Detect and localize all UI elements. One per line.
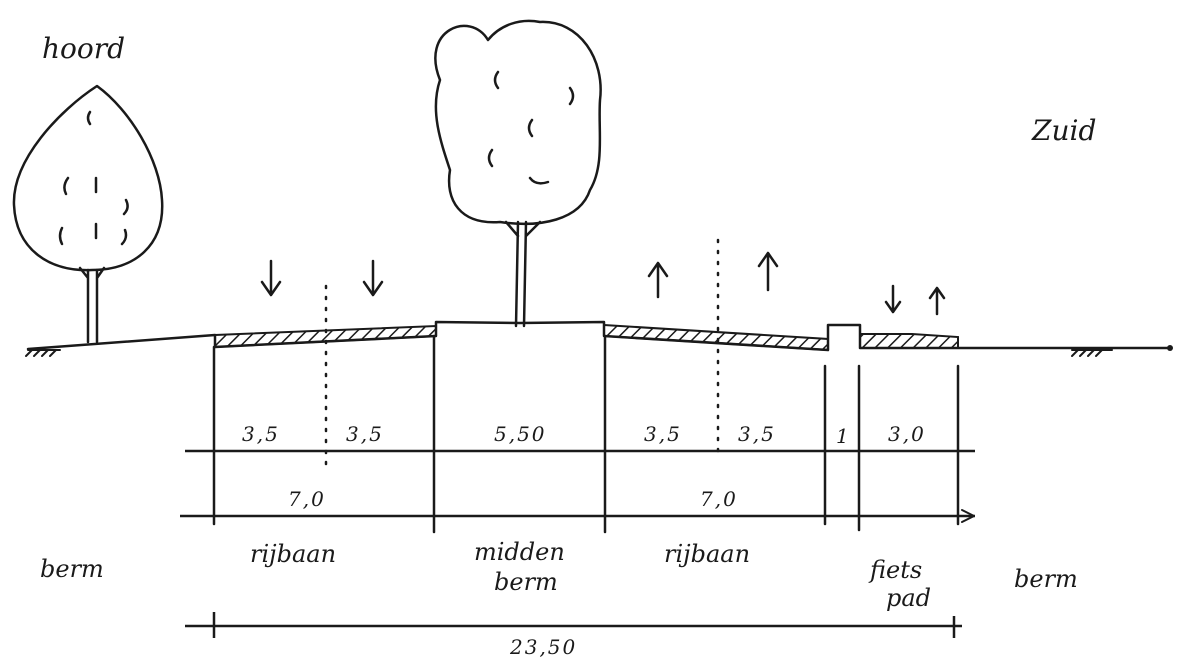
dim-lane-4: 3,5 — [738, 422, 776, 446]
tree-middle-icon — [434, 19, 602, 328]
dim-median: 5,50 — [494, 422, 547, 446]
arrow-down-icon — [362, 259, 384, 297]
ground-line-end — [1167, 345, 1173, 351]
dim-cycle-path: 3,0 — [888, 422, 926, 446]
zone-middenberm-line1: midden — [474, 538, 565, 566]
zone-rijbaan-right: rijbaan — [664, 540, 750, 568]
dim-lane-1: 3,5 — [242, 422, 280, 446]
arrow-up-icon — [757, 251, 779, 292]
arrow-down-icon — [884, 284, 902, 314]
dim-total: 23,50 — [509, 635, 577, 659]
rijbaan-left-surface — [214, 324, 437, 349]
ground-hatch-left — [25, 349, 61, 357]
zone-fietspad-line1: fiets — [868, 556, 922, 584]
dim-lane-2: 3,5 — [346, 422, 384, 446]
zone-berm-right: berm — [1014, 565, 1078, 593]
ground-line — [26, 320, 1172, 352]
ground-hatch-right — [1071, 349, 1113, 357]
arrow-up-icon — [647, 261, 669, 299]
fietspad-surface — [859, 333, 959, 349]
dim-lane-3: 3,5 — [644, 422, 682, 446]
rijbaan-right-surface — [603, 323, 829, 352]
dim-carriageway-right: 7,0 — [700, 487, 738, 511]
zone-boundaries — [212, 334, 960, 534]
zone-berm-left: berm — [40, 555, 104, 583]
south-label: Zuid — [1031, 114, 1096, 147]
arrow-up-icon — [928, 286, 946, 316]
zone-middenberm-line2: berm — [494, 568, 558, 596]
zone-rijbaan-left: rijbaan — [250, 540, 336, 568]
north-label: hoord — [42, 32, 125, 65]
dimension-arrowhead — [961, 509, 975, 523]
tree-left-icon — [12, 84, 164, 344]
dim-carriageway-left: 7,0 — [288, 487, 326, 511]
arrow-down-icon — [260, 259, 282, 297]
zone-fietspad-line2: pad — [886, 584, 931, 612]
dim-separation: 1 — [836, 424, 851, 448]
